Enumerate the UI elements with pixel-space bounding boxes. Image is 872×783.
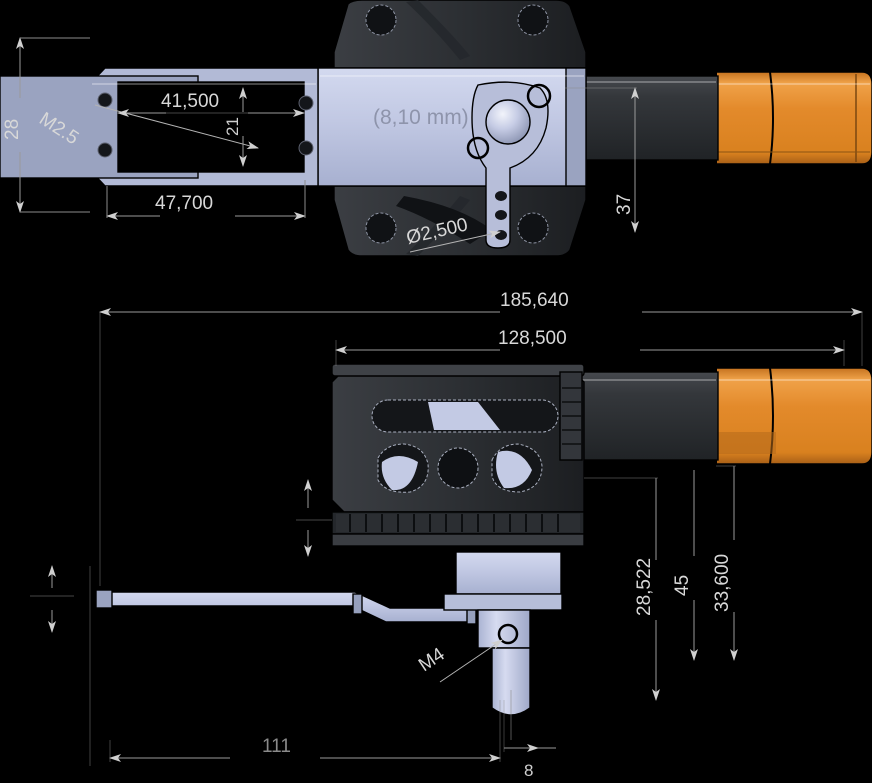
orange-barrel-side [715, 367, 872, 465]
dim-45-text: 45 [672, 575, 693, 596]
lower-block-pin [443, 551, 563, 740]
orange-barrel-top [715, 71, 872, 165]
dim-8-text: 8 [524, 761, 533, 780]
dark-shaft-side [574, 371, 719, 461]
dim-21-text: 21 [223, 117, 242, 136]
dim-37-text: 37 [614, 194, 635, 215]
dim-47700-text: 47,700 [155, 193, 213, 214]
dark-shaft-top [564, 75, 719, 161]
dim-128500-text: 128,500 [498, 328, 567, 349]
dim-111-text: 111 [262, 736, 291, 757]
dim-41500-text: 41,500 [161, 91, 219, 112]
side-view-dimensions: 185,640 128,500 28,522 45 33,600 M4 [30, 290, 863, 780]
dim-28-text: 28 [2, 119, 23, 140]
cam-lever-assembly [466, 81, 552, 249]
top-view-geometry: (8,10 mm) [0, 0, 872, 257]
main-body-side [331, 363, 585, 547]
ribbed-band [336, 514, 580, 532]
ghost-note-810mm: (8,10 mm) [373, 106, 469, 129]
bracket-yoke-top [333, 0, 587, 257]
dim-33600-text: 33,600 [712, 554, 733, 612]
lever-arm [95, 589, 477, 625]
dim-185640-text: 185,640 [500, 290, 569, 311]
side-view-geometry [95, 363, 872, 740]
dim-28522-text: 28,522 [634, 558, 655, 616]
left-flange-plate [0, 67, 319, 187]
